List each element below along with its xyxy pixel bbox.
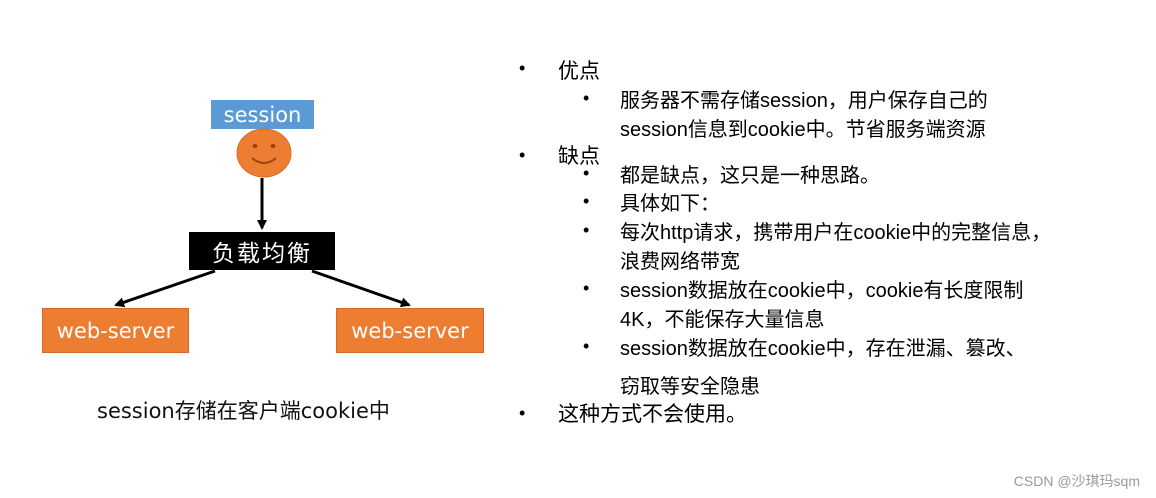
cons-item-5-line-2: 窃取等安全隐患 [620, 376, 760, 398]
cons-item-5-line-1: session数据放在cookie中，存在泄漏、篡改、 [620, 338, 1026, 360]
pros-title: 优点 [558, 60, 600, 83]
cons-item-3-line-1: 每次http请求，携带用户在cookie中的完整信息， [620, 222, 1052, 244]
web-server-right-box: web-server [336, 308, 484, 353]
cons-item-1: 都是缺点，这只是一种思路。 [620, 165, 880, 187]
arrow-lb-to-right-server [311, 269, 411, 308]
watermark: CSDN @沙琪玛sqm [1013, 473, 1140, 489]
conclusion: 这种方式不会使用。 [558, 403, 747, 426]
cons-item-4-line-2: 4K，不能保存大量信息 [620, 309, 825, 331]
cons-title: 缺点 [558, 145, 600, 168]
pros-item-line-1: 服务器不需存储session，用户保存自己的 [620, 90, 988, 112]
session-box: session [211, 100, 314, 129]
web-server-left-box: web-server [42, 308, 189, 353]
arrow-lb-to-left-server [114, 269, 216, 308]
load-balancer-box: 负载均衡 [189, 232, 335, 270]
smiley-face-icon [236, 128, 292, 178]
cons-item-2: 具体如下： [620, 193, 720, 215]
cons-item-4-line-1: session数据放在cookie中，cookie有长度限制 [620, 280, 1024, 302]
cons-item-3-line-2: 浪费网络带宽 [620, 251, 740, 273]
pros-item-line-2: session信息到cookie中。节省服务端资源 [620, 119, 986, 141]
diagram-caption: session存储在客户端cookie中 [97, 399, 390, 423]
